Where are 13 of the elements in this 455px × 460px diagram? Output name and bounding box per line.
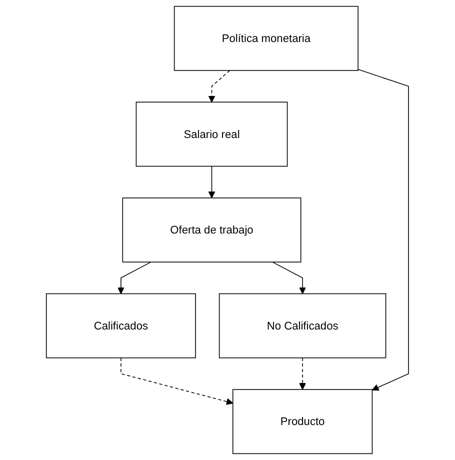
arrow: [120, 357, 234, 405]
arrow: [208, 70, 230, 102]
node-box: Oferta de trabajo: [122, 198, 302, 262]
arrow: [299, 357, 306, 390]
arrow: [118, 262, 152, 294]
arrow: [208, 166, 216, 198]
node-box: No Calificados: [219, 293, 386, 358]
node-box: Calificados: [46, 293, 196, 358]
node-box: Producto: [232, 389, 373, 454]
arrow: [358, 68, 409, 391]
arrow: [272, 262, 306, 294]
node-box: Política monetaria: [174, 6, 359, 71]
node-box: Salario real: [136, 102, 288, 167]
